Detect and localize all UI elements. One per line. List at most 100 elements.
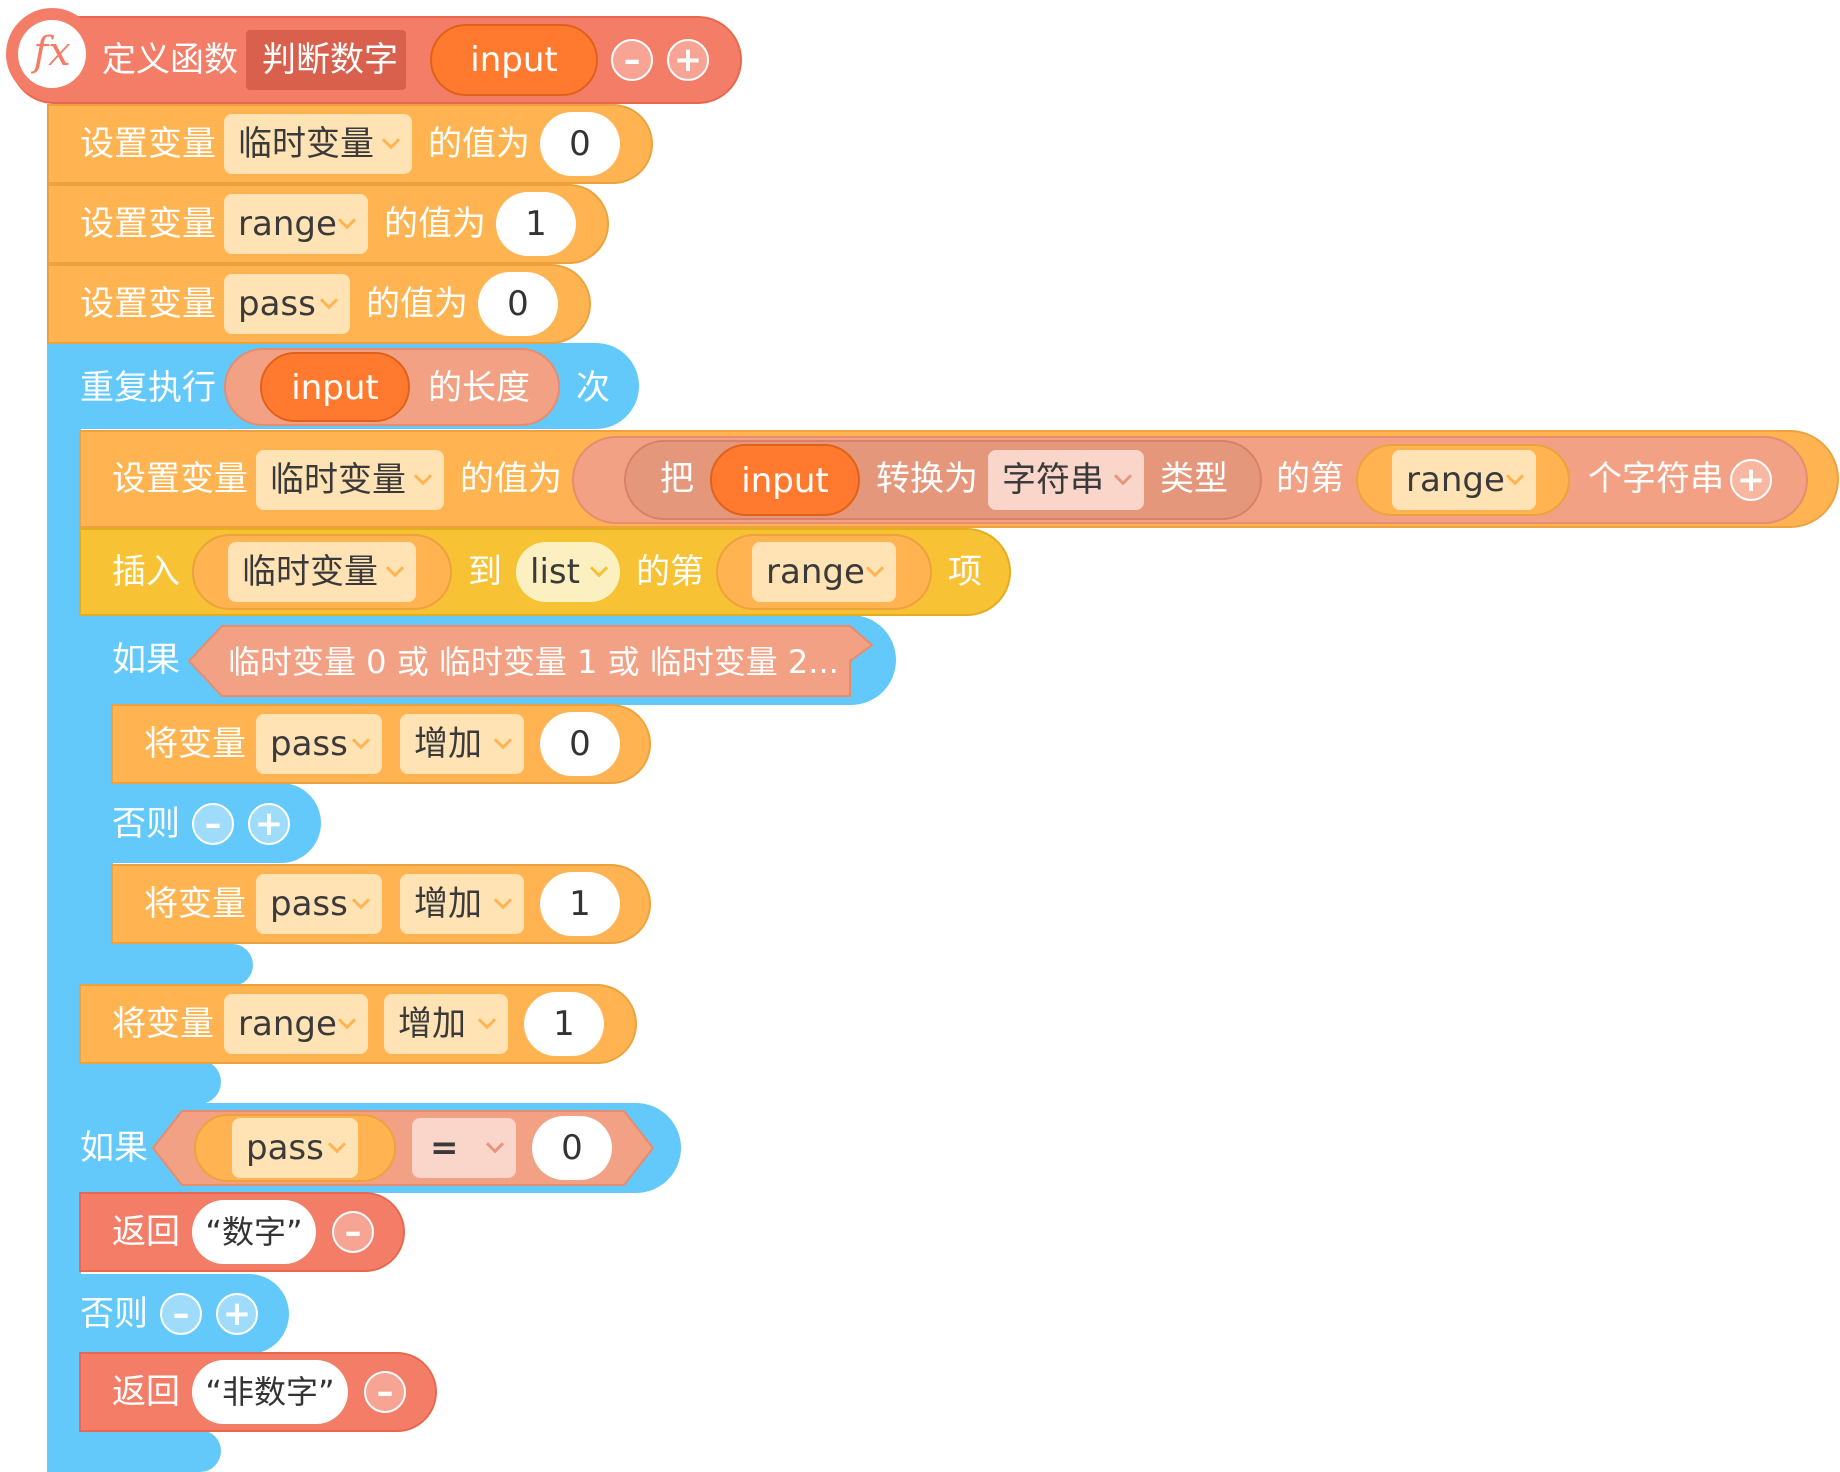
minus-circle-icon[interactable]: – [611,39,653,81]
times-label: 次 [576,368,610,408]
define-function-label: 定义函数 [102,40,238,80]
length-of-label: 的长度 [428,368,530,408]
set-variable-label: 设置变量 [80,124,216,164]
arg-pill-input[interactable]: input [260,352,410,422]
variable-dropdown[interactable]: range [224,994,368,1054]
minus-circle-icon[interactable]: – [332,1211,374,1253]
variable-dropdown-value: range [238,204,337,244]
condition-block[interactable] [188,625,874,697]
if-label: 如果 [80,1128,148,1168]
variable-dropdown[interactable]: pass [224,274,350,334]
variable-dropdown[interactable]: range [224,194,368,254]
return-label: 返回 [112,1212,180,1252]
number-input-value: 0 [569,124,591,164]
list-dropdown[interactable]: list [516,542,620,602]
number-input[interactable]: 1 [496,192,576,256]
type-suffix-label: 类型 [1160,459,1228,499]
set-value-label: 的值为 [460,459,562,499]
variable-dropdown[interactable]: 临时变量 [228,542,416,602]
convert-prefix-label: 把 [660,459,694,499]
plus-circle-icon[interactable]: + [248,803,290,845]
variable-dropdown-value: range [238,1004,337,1044]
chevron-down-icon [1113,474,1133,486]
index-prefix-label: 的第 [1276,459,1344,499]
fx-icon: fx [6,8,98,100]
chevron-down-icon [351,898,371,910]
variable-dropdown-value: range [766,552,865,592]
number-input-value: 1 [553,1004,575,1044]
item-suffix-label: 项 [948,552,982,592]
chevron-down-icon [327,1142,347,1154]
set-variable-label: 设置变量 [80,284,216,324]
plus-circle-icon[interactable]: + [667,39,709,81]
change-variable-label: 将变量 [112,1004,214,1044]
else-label: 否则 [80,1294,148,1334]
chevron-down-icon [589,566,609,578]
variable-dropdown[interactable]: pass [256,874,382,934]
variable-dropdown-value: pass [246,1128,324,1168]
param-pill-input[interactable]: input [430,24,598,96]
number-input[interactable]: 0 [478,272,558,336]
condition-text: 临时变量 0 或 临时变量 1 或 临时变量 2... [228,643,839,681]
minus-circle-icon[interactable]: – [364,1371,406,1413]
chevron-down-icon [337,1018,357,1030]
variable-dropdown[interactable]: 临时变量 [256,450,444,510]
chevron-down-icon [385,566,405,578]
function-name-text: 判断数字 [262,40,398,80]
variable-dropdown-value: 临时变量 [270,460,406,500]
variable-dropdown[interactable]: 临时变量 [224,114,412,174]
number-input-value: 0 [507,284,529,324]
string-input[interactable]: “非数字” [192,1360,348,1424]
insert-label: 插入 [112,552,180,592]
string-input-value: “非数字” [205,1373,335,1411]
string-input-value: “数字” [205,1213,303,1251]
final-if-footer [47,1430,221,1472]
number-input[interactable]: 0 [540,712,620,776]
if-else-block-footer [79,944,253,986]
repeat-label: 重复执行 [80,368,216,408]
chevron-down-icon [319,298,339,310]
operator-dropdown[interactable]: = [412,1118,516,1178]
variable-dropdown-value: 临时变量 [242,552,378,592]
variable-dropdown[interactable]: range [752,542,896,602]
string-input[interactable]: “数字” [192,1200,316,1264]
insert-to-label: 到 [468,552,502,592]
chevron-down-icon [493,738,513,750]
type-dropdown[interactable]: 字符串 [988,450,1144,510]
number-input[interactable]: 1 [540,872,620,936]
if-label: 如果 [112,640,180,680]
number-input[interactable]: 0 [532,1116,612,1180]
set-value-label: 的值为 [428,124,530,164]
minus-circle-icon[interactable]: – [160,1293,202,1335]
arg-pill-label: input [291,368,379,408]
chevron-down-icon [477,1018,497,1030]
variable-dropdown[interactable]: pass [232,1118,358,1178]
variable-dropdown-value: pass [270,724,348,764]
set-variable-label: 设置变量 [80,204,216,244]
variable-dropdown[interactable]: pass [256,714,382,774]
variable-dropdown-value: pass [238,284,316,324]
plus-circle-icon[interactable]: + [1730,459,1772,501]
index-suffix-label: 个字符串 [1588,459,1724,499]
list-dropdown-value: list [530,552,580,592]
arg-pill-label: input [741,461,829,501]
else-label: 否则 [112,804,180,844]
number-input-value: 1 [569,884,591,924]
variable-dropdown-value: pass [270,884,348,924]
arg-pill-input[interactable]: input [710,444,860,516]
chevron-down-icon [413,474,433,486]
chevron-down-icon [337,218,357,230]
operation-dropdown[interactable]: 增加 [400,874,524,934]
operation-dropdown[interactable]: 增加 [400,714,524,774]
plus-circle-icon[interactable]: + [216,1293,258,1335]
number-input[interactable]: 0 [540,112,620,176]
number-input[interactable]: 1 [524,992,604,1056]
minus-circle-icon[interactable]: – [192,803,234,845]
variable-dropdown-value: range [1406,460,1505,500]
variable-dropdown[interactable]: range [1392,450,1536,510]
function-name-field[interactable]: 判断数字 [246,30,406,90]
operation-dropdown-value: 增加 [398,1004,466,1044]
operation-dropdown[interactable]: 增加 [384,994,508,1054]
number-input-value: 0 [569,724,591,764]
